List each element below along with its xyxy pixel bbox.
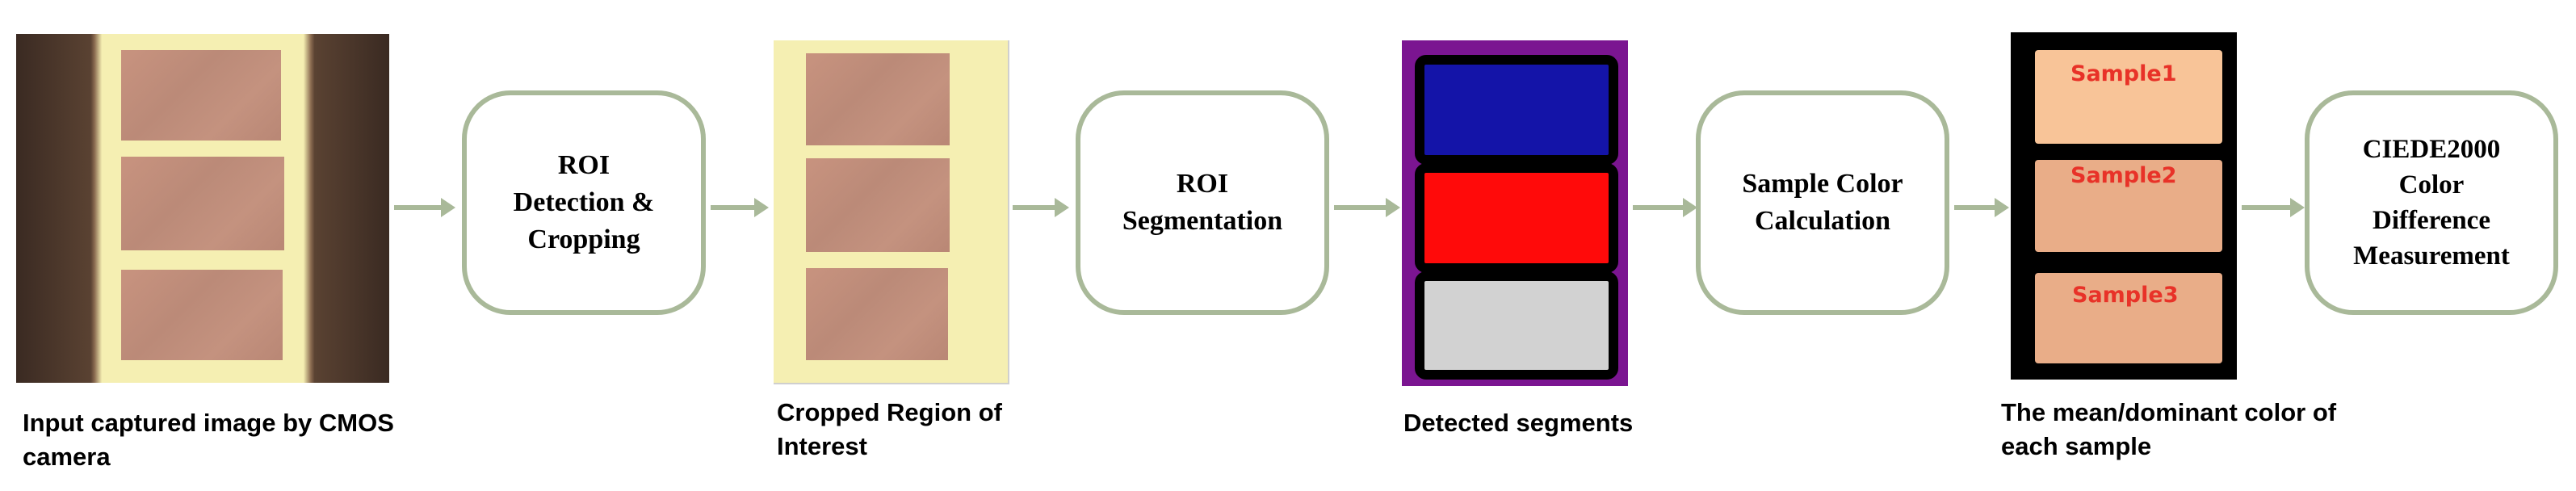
arrow-7 — [2242, 198, 2305, 217]
arrow-2 — [711, 198, 769, 217]
step-roi-segmentation: ROI Segmentation — [1076, 90, 1329, 315]
cropped-patch-2 — [806, 158, 950, 252]
sample-patch-2 — [2035, 160, 2222, 252]
arrow-1 — [394, 198, 455, 217]
step-sample-color: Sample Color Calculation — [1696, 90, 1949, 315]
cropped-image — [774, 40, 1009, 384]
input-patch-1 — [121, 50, 281, 141]
mean-color-image: Sample1 Sample2 Sample3 — [2011, 32, 2237, 380]
input-patch-3 — [121, 270, 283, 360]
step-ciede2000: CIEDE2000 Color Difference Measurement — [2305, 90, 2558, 315]
segment-gray — [1415, 271, 1618, 380]
sample-patch-3 — [2035, 273, 2222, 363]
input-image — [16, 34, 389, 383]
segments-image — [1402, 40, 1628, 386]
caption-cropped: Cropped Region of Interest — [777, 398, 1002, 460]
input-patch-2 — [121, 157, 284, 250]
arrow-6 — [1954, 198, 2009, 217]
cropped-patch-3 — [806, 268, 948, 360]
arrow-4 — [1334, 198, 1400, 217]
caption-mean: The mean/dominant color of each sample — [2001, 398, 2337, 460]
step-roi-detection: ROI Detection & Cropping — [462, 90, 706, 315]
sample-label-2: Sample2 — [2070, 163, 2177, 188]
arrow-3 — [1013, 198, 1069, 217]
arrow-5 — [1633, 198, 1697, 217]
segment-red — [1415, 163, 1618, 273]
sample-patch-1 — [2035, 50, 2222, 144]
caption-input: Input captured image by CMOS camera — [23, 409, 394, 471]
segment-blue — [1415, 55, 1618, 165]
cropped-patch-1 — [806, 53, 950, 145]
sample-label-1: Sample1 — [2070, 61, 2177, 86]
caption-segments: Detected segments — [1403, 409, 1634, 437]
sample-label-3: Sample3 — [2072, 283, 2179, 308]
